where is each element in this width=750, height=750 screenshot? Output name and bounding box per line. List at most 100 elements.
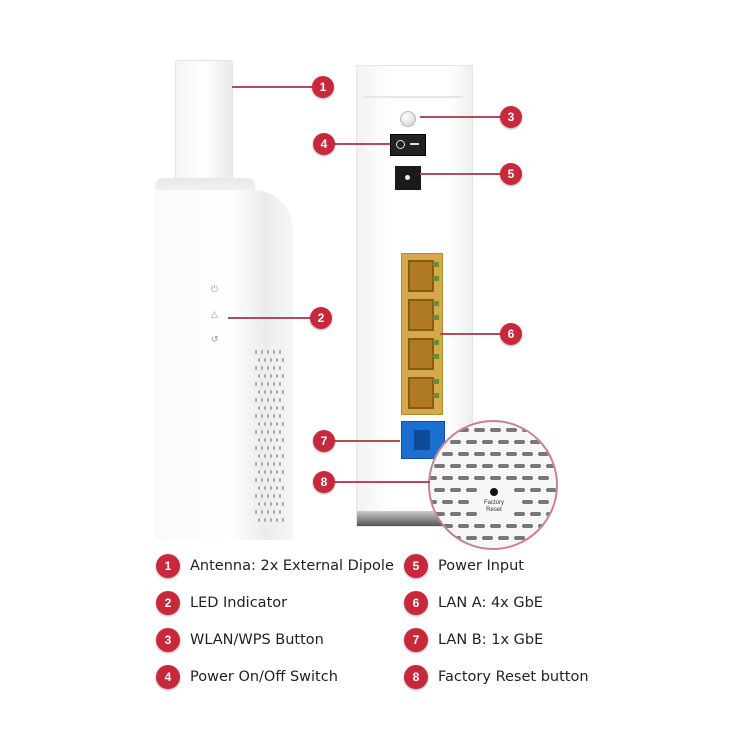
vent-slot	[546, 464, 556, 468]
vent-slot	[261, 478, 263, 482]
vent-slot	[279, 494, 281, 498]
vent-slot	[514, 488, 525, 492]
vent-slot	[267, 494, 269, 498]
vent-slot	[273, 510, 275, 514]
vent-slot	[282, 358, 284, 362]
vent-slot	[264, 486, 266, 490]
vent-slot	[450, 488, 461, 492]
vent-slot	[270, 502, 272, 506]
vent-slot	[282, 390, 284, 394]
vent-slot	[434, 464, 445, 468]
vent-slot	[276, 438, 278, 442]
vent-slot	[434, 512, 445, 516]
vent-slot	[530, 512, 541, 516]
vent-slot	[279, 478, 281, 482]
vent-slot	[270, 438, 272, 442]
vent-slot	[430, 476, 437, 480]
vent-slot	[255, 430, 257, 434]
vent-slot	[264, 406, 266, 410]
vent-slot	[282, 454, 284, 458]
vent-slot	[522, 428, 533, 432]
vent-slot	[498, 536, 509, 540]
power-input-jack	[395, 166, 421, 190]
lan-b-socket	[414, 430, 430, 450]
leader-line-3	[420, 116, 502, 118]
vent-slot	[255, 350, 257, 354]
vent-slot	[442, 524, 453, 528]
legend-item-7: 7 LAN B: 1x GbE	[404, 627, 543, 653]
vent-slot	[276, 358, 278, 362]
leader-line-2	[228, 317, 312, 319]
legend-label-8: Factory Reset button	[438, 669, 589, 685]
callout-badge-7: 7	[313, 430, 335, 452]
vent-slot	[270, 390, 272, 394]
vent-slot	[270, 358, 272, 362]
vent-slot	[450, 536, 461, 540]
port-led	[433, 301, 439, 306]
vent-slot	[270, 454, 272, 458]
leader-line-4	[334, 143, 390, 145]
wps-button[interactable]	[400, 111, 416, 127]
vent-slot	[261, 446, 263, 450]
vent-slot	[442, 476, 453, 480]
vent-slot	[434, 536, 445, 540]
vent-slot	[430, 500, 437, 504]
legend-item-3: 3 WLAN/WPS Button	[156, 627, 324, 653]
vent-slot	[273, 350, 275, 354]
router-side-view: ⏻ △ ↺	[155, 60, 295, 540]
router-rear-panel	[356, 65, 473, 527]
vent-slot	[474, 452, 485, 456]
vent-slot	[279, 382, 281, 386]
power-led-icon: ⏻	[211, 285, 219, 295]
vent-slot	[276, 454, 278, 458]
lan-a-port	[408, 377, 434, 409]
vent-slot	[267, 510, 269, 514]
vent-slot	[267, 478, 269, 482]
reset-label: Factory Reset	[474, 500, 514, 514]
callout-badge-1: 1	[312, 76, 334, 98]
vent-slot	[434, 440, 445, 444]
vent-slot	[466, 488, 477, 492]
legend-item-6: 6 LAN A: 4x GbE	[404, 590, 543, 616]
vent-slot	[279, 414, 281, 418]
lan-a-port	[408, 338, 434, 370]
vent-slot	[279, 510, 281, 514]
vent-slot	[276, 422, 278, 426]
legend-item-5: 5 Power Input	[404, 553, 524, 579]
vent-slot	[258, 454, 260, 458]
vent-slot	[276, 406, 278, 410]
vent-slot	[450, 464, 461, 468]
vent-slot	[538, 452, 549, 456]
vent-slot	[458, 524, 469, 528]
legend-badge-7: 7	[404, 628, 428, 652]
vent-slot	[442, 452, 453, 456]
port-led	[433, 379, 439, 384]
vent-slot	[276, 374, 278, 378]
vent-slot	[258, 374, 260, 378]
legend-badge-8: 8	[404, 665, 428, 689]
legend-badge-6: 6	[404, 591, 428, 615]
reset-magnifier: Factory Reset	[428, 420, 558, 550]
vent-slot	[264, 358, 266, 362]
vent-slot	[261, 366, 263, 370]
vent-slot	[482, 536, 493, 540]
vent-slot	[267, 398, 269, 402]
power-switch[interactable]	[390, 134, 426, 156]
vent-slot	[267, 366, 269, 370]
vent-slot	[506, 452, 517, 456]
vent-slot	[546, 440, 556, 444]
vent-slot	[264, 518, 266, 522]
vent-slot	[514, 440, 525, 444]
vent-slot	[530, 440, 541, 444]
vent-slot	[255, 414, 257, 418]
switch-off-mark	[396, 140, 405, 149]
vent-slot	[282, 470, 284, 474]
port-led	[433, 315, 439, 320]
vent-slot	[474, 476, 485, 480]
legend-label-3: WLAN/WPS Button	[190, 632, 324, 648]
vent-slot	[490, 476, 501, 480]
reset-pinhole[interactable]	[490, 488, 498, 496]
legend-label-6: LAN A: 4x GbE	[438, 595, 543, 611]
vent-slot	[255, 510, 257, 514]
vent-slot	[474, 428, 485, 432]
